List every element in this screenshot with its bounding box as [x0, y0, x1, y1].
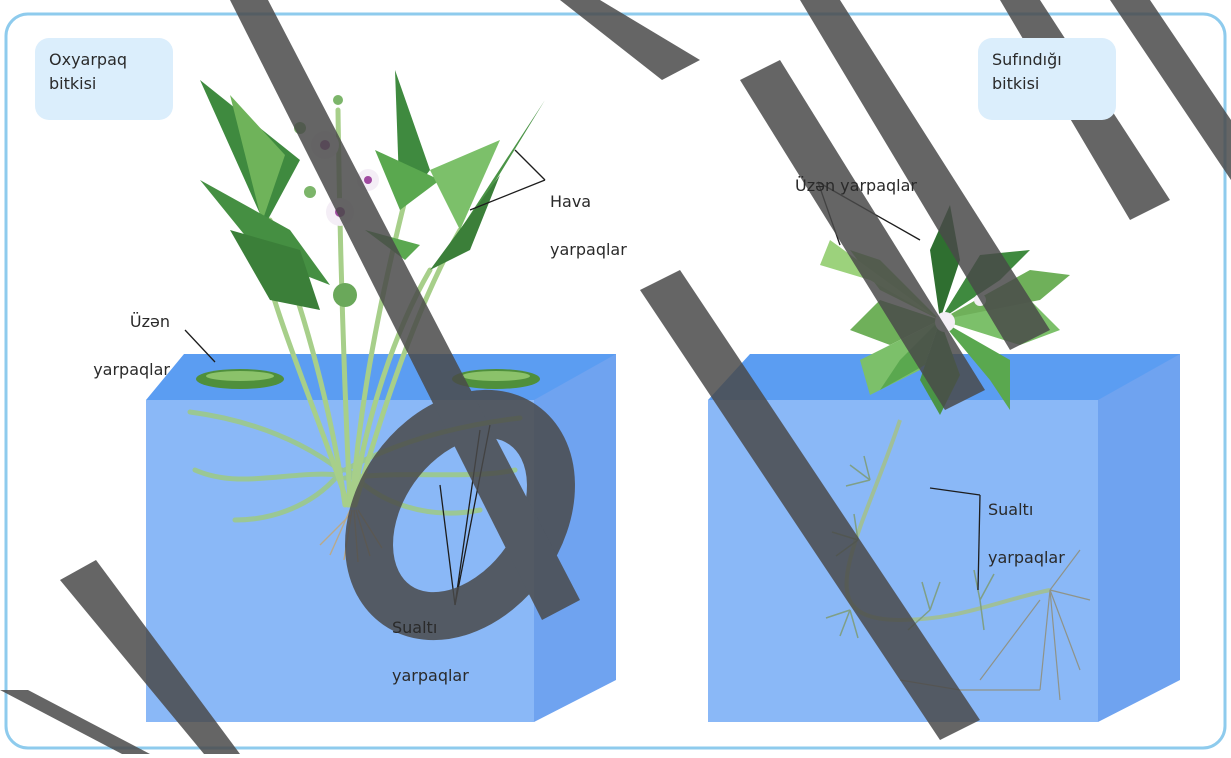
label-submerged-leaves-left: Sualtı yarpaqlar	[392, 592, 469, 712]
left-floating-leaf-1-highlight	[206, 371, 274, 381]
label-submerged-leaves-right: Sualtı yarpaqlar	[988, 474, 1065, 594]
plant-name-badge-water-chestnut: Sufındığı bitkisi	[978, 38, 1116, 120]
plant-name-line-2: bitkisi	[992, 72, 1102, 96]
label-line-2: yarpaqlar	[392, 664, 469, 688]
right-water-side	[1098, 354, 1180, 722]
label-line-1: Üzən	[78, 310, 170, 334]
label-line-1: Hava	[550, 190, 627, 214]
label-air-leaves: Hava yarpaqlar	[550, 166, 627, 286]
label-floating-leaves-left: Üzən yarpaqlar	[78, 286, 170, 406]
label-line-2: yarpaqlar	[550, 238, 627, 262]
label-line-2: yarpaqlar	[988, 546, 1065, 570]
label-line-1: Sualtı	[988, 498, 1065, 522]
plant-name-line-1: Sufındığı	[992, 48, 1102, 72]
label-line-1: Sualtı	[392, 616, 469, 640]
plant-name-line-2: bitkisi	[49, 72, 159, 96]
label-line-1: Üzən yarpaqlar	[795, 174, 917, 198]
plant-name-line-1: Oxyarpaq	[49, 48, 159, 72]
left-floating-leaf-2-highlight	[462, 371, 530, 381]
plant-name-badge-arrowhead: Oxyarpaq bitkisi	[35, 38, 173, 120]
label-floating-leaves-right: Üzən yarpaqlar	[795, 150, 917, 222]
label-line-2: yarpaqlar	[78, 358, 170, 382]
